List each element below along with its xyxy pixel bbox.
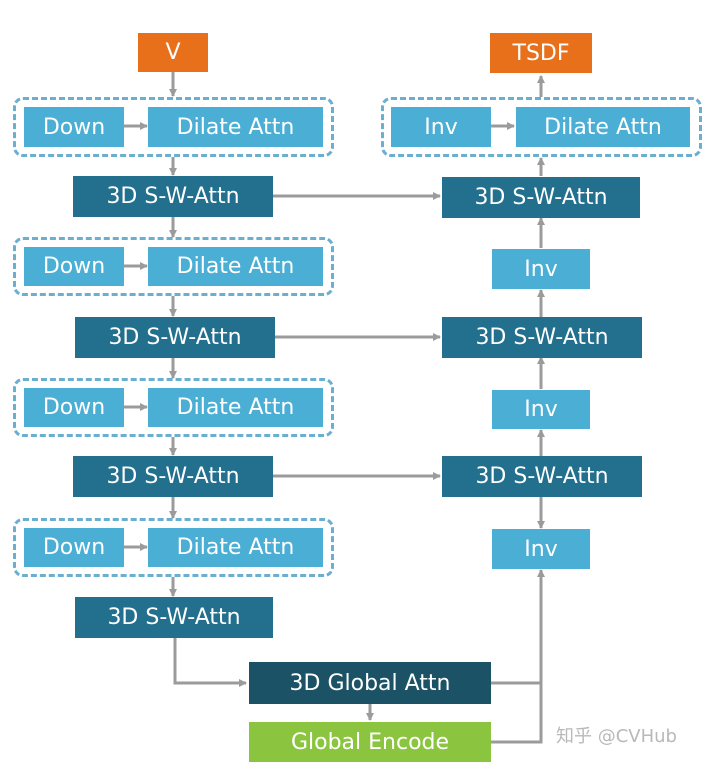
input-v: V bbox=[138, 33, 208, 72]
decoder-group bbox=[381, 97, 702, 157]
dilate-attn-block-3: Dilate Attn bbox=[148, 388, 323, 427]
decoder-3d-s-w-attn-3: 3D S-W-Attn bbox=[442, 456, 642, 497]
output-tsdf: TSDF bbox=[490, 33, 592, 73]
inv-block-2: Inv bbox=[492, 390, 590, 429]
watermark-text: 知乎 @CVHub bbox=[556, 726, 677, 747]
decoder-3d-s-w-attn-1: 3D S-W-Attn bbox=[442, 177, 640, 218]
dilate-attn-block-2: Dilate Attn bbox=[148, 247, 323, 286]
dilate-attn-block-4: Dilate Attn bbox=[148, 528, 323, 567]
encoder-3d-s-w-attn-1: 3D S-W-Attn bbox=[73, 176, 273, 217]
global-attn-block: 3D Global Attn bbox=[249, 662, 491, 704]
encoder-group-3 bbox=[13, 378, 334, 437]
decoder-3d-s-w-attn-2: 3D S-W-Attn bbox=[442, 317, 642, 358]
down-block-3: Down bbox=[24, 388, 124, 427]
encoder-group-4 bbox=[13, 518, 334, 577]
inv-block-top: Inv bbox=[391, 107, 491, 147]
encoder-group-2 bbox=[13, 237, 334, 296]
global-encode-block: Global Encode bbox=[249, 722, 491, 762]
inv-block-3: Inv bbox=[492, 529, 590, 569]
encoder-3d-s-w-attn-3: 3D S-W-Attn bbox=[73, 456, 273, 497]
inv-block-1: Inv bbox=[492, 249, 590, 289]
encoder-3d-s-w-attn-4: 3D S-W-Attn bbox=[75, 597, 273, 638]
down-block-2: Down bbox=[24, 247, 124, 286]
dilate-attn-block-1: Dilate Attn bbox=[148, 107, 323, 147]
arrow-global-encode-to-decoder bbox=[491, 569, 545, 744]
down-block-1: Down bbox=[24, 107, 124, 147]
encoder-group-1 bbox=[13, 97, 334, 157]
encoder-3d-s-w-attn-2: 3D S-W-Attn bbox=[75, 317, 275, 358]
arrow-attn4-to-global-attn bbox=[173, 638, 247, 687]
decoder-dilate-attn-block: Dilate Attn bbox=[516, 107, 690, 147]
down-block-4: Down bbox=[24, 528, 124, 567]
